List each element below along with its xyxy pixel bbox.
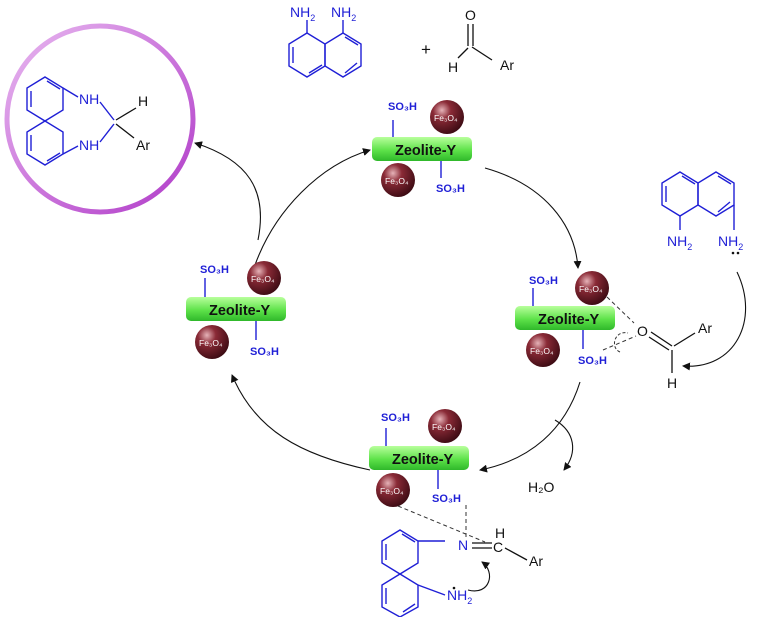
fe3o4-sphere [526, 333, 560, 367]
fe3o4-label: Fe₃O₄ [199, 338, 223, 348]
product-ar: Ar [136, 137, 150, 153]
catalyst-bottom: SO₃H SO₃H Zeolite-Y Fe₃O₄ Fe₃O₄ [369, 409, 469, 507]
fe3o4-label: Fe₃O₄ [251, 274, 275, 284]
side-amine-nh2-right: NH2 [718, 233, 743, 252]
fe3o4-label: Fe₃O₄ [530, 346, 554, 356]
fe3o4-sphere [430, 100, 464, 134]
zeolite-label: Zeolite-Y [209, 303, 271, 319]
fe3o4-sphere [247, 261, 281, 295]
fe3o4-label: Fe₃O₄ [380, 486, 404, 496]
fe3o4-label: Fe₃O₄ [385, 176, 409, 186]
zeolite-block [515, 306, 615, 330]
bound-aldehyde: O Ar H [602, 296, 712, 391]
catalyst-right: SO₃H SO₃H Zeolite-Y Fe₃O₄ Fe₃O₄ [515, 271, 615, 367]
imine-n: N [458, 537, 468, 553]
side-amine-nh2-left: NH2 [667, 233, 692, 252]
zeolite-label: Zeolite-Y [392, 452, 454, 468]
fe3o4-sphere [381, 163, 415, 197]
fe3o4-label: Fe₃O₄ [579, 284, 603, 294]
water-byproduct: H₂O [528, 479, 555, 495]
reactant-aldehyde: O H Ar [448, 7, 514, 75]
amine-nh2-left: NH2 [290, 4, 315, 23]
bound-aldehyde-ar: Ar [698, 320, 712, 336]
reactant-diaminonaphthalene: NH2 NH2 [288, 4, 362, 78]
so3h-label: SO₃H [432, 493, 461, 505]
imine-c: C [493, 539, 503, 555]
so3h-label: SO₃H [250, 346, 279, 358]
zeolite-block [186, 297, 286, 321]
catalyst-left: SO₃H SO₃H Zeolite-Y Fe₃O₄ Fe₃O₄ [186, 261, 286, 359]
imine-intermediate: N H C Ar NH2 [381, 505, 543, 617]
so3h-label: SO₃H [381, 412, 410, 424]
side-diaminonaphthalene: NH2 NH2 [661, 171, 743, 255]
zeolite-label: Zeolite-Y [395, 143, 457, 159]
so3h-label: SO₃H [578, 355, 607, 367]
bound-aldehyde-h: H [667, 375, 677, 391]
fe3o4-sphere [575, 271, 609, 305]
fe3o4-sphere [195, 325, 229, 359]
product-circle: NH NH H Ar [4, 23, 196, 215]
fe3o4-sphere [376, 473, 410, 507]
zeolite-label: Zeolite-Y [538, 312, 600, 328]
zeolite-block [369, 446, 469, 470]
plus-sign: + [421, 40, 431, 59]
catalyst-top: SO₃H SO₃H Zeolite-Y Fe₃O₄ Fe₃O₄ [372, 100, 472, 197]
product-nh-bottom: NH [79, 137, 99, 153]
fe3o4-label: Fe₃O₄ [432, 422, 456, 432]
fe3o4-label: Fe₃O₄ [434, 113, 458, 123]
imine-h: H [495, 525, 505, 541]
aldehyde-o: O [465, 7, 476, 23]
product-h: H [138, 93, 148, 109]
cycle-arrows [194, 141, 747, 473]
so3h-label: SO₃H [388, 101, 417, 113]
imine-ar: Ar [529, 553, 543, 569]
imine-nh2: NH2 [447, 587, 472, 606]
fe3o4-sphere [428, 409, 462, 443]
amine-nh2-right: NH2 [331, 4, 356, 23]
zeolite-block [372, 137, 472, 161]
so3h-label: SO₃H [436, 183, 465, 195]
so3h-label: SO₃H [200, 264, 229, 276]
so3h-label: SO₃H [529, 275, 558, 287]
aldehyde-ar: Ar [500, 57, 514, 73]
aldehyde-h: H [448, 59, 458, 75]
product-nh-top: NH [79, 91, 99, 107]
bound-aldehyde-o: O [637, 323, 648, 339]
